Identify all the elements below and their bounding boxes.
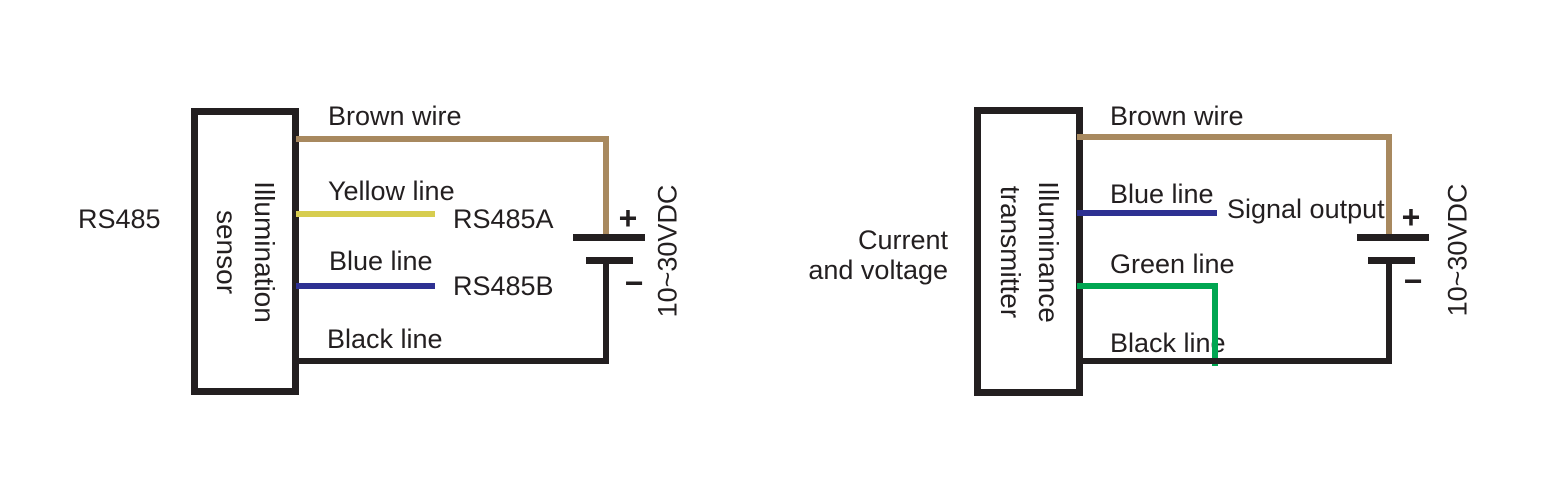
blue-wire <box>296 283 435 289</box>
black-wire-horizontal <box>296 358 609 364</box>
minus-sign: − <box>624 265 644 301</box>
brown-wire-vertical <box>603 136 609 241</box>
plus-sign: + <box>1401 199 1421 235</box>
plus-sign: + <box>618 200 638 236</box>
bus-label-rs485: RS485 <box>78 204 161 234</box>
device-label-line1: Illuminance <box>1032 180 1064 323</box>
battery-positive-plate <box>573 234 645 241</box>
black-wire-vertical <box>603 260 609 364</box>
brown-wire-horizontal <box>296 136 609 142</box>
rs485b-label: RS485B <box>453 271 554 301</box>
battery-negative-plate <box>586 257 633 264</box>
brown-wire-horizontal <box>1077 134 1392 140</box>
bus-label-line2: and voltage <box>808 255 948 285</box>
yellow-wire <box>296 211 435 217</box>
blue-line-label: Blue line <box>1110 179 1214 209</box>
signal-output-label: Signal output <box>1227 194 1385 224</box>
bus-label-current-voltage: Current and voltage <box>748 225 948 285</box>
device-label-line2: transmitter <box>994 185 1026 318</box>
green-line-label: Green line <box>1110 249 1235 279</box>
brown-wire-label: Brown wire <box>328 101 462 131</box>
illuminance-transmitter-box: Illuminance transmitter <box>974 107 1083 396</box>
bus-label-line1: Current <box>857 225 948 255</box>
green-wire-vertical <box>1212 283 1218 366</box>
illumination-sensor-box: Illumination sensor <box>191 108 299 395</box>
device-label: Illuminance transmitter <box>991 181 1067 323</box>
blue-wire <box>1077 210 1217 216</box>
black-line-label: Black line <box>1110 328 1226 358</box>
battery-negative-plate <box>1368 257 1415 264</box>
brown-wire-vertical <box>1386 134 1392 240</box>
battery-positive-plate <box>1357 234 1429 241</box>
black-wire-vertical <box>1386 260 1392 364</box>
yellow-line-label: Yellow line <box>328 176 455 206</box>
rs485a-label: RS485A <box>453 204 554 234</box>
blue-line-label: Blue line <box>329 246 433 276</box>
black-wire-horizontal <box>1077 358 1392 364</box>
brown-wire-label: Brown wire <box>1110 101 1244 131</box>
minus-sign: − <box>1403 263 1423 299</box>
voltage-label: 10~30VDC <box>1442 183 1473 317</box>
green-wire-horizontal <box>1077 283 1218 289</box>
black-line-label: Black line <box>327 324 443 354</box>
